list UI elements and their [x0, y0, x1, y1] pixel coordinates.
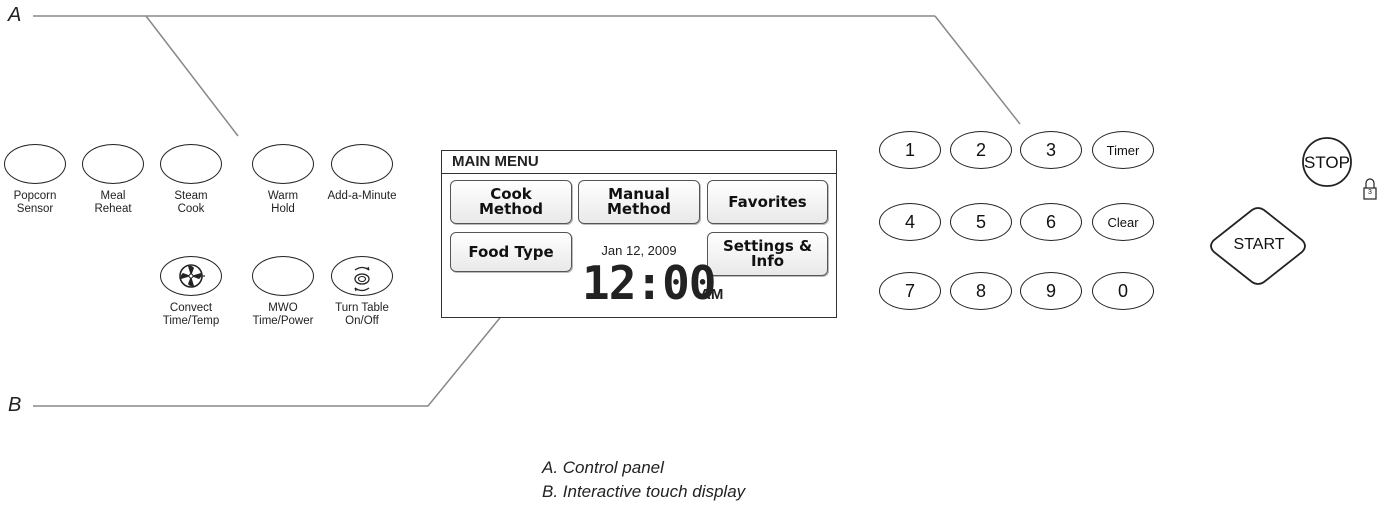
key-8[interactable]: 8 [950, 272, 1012, 310]
label-line: MWO [268, 302, 298, 314]
callout-b-label: B [8, 394, 22, 416]
label-line: On/Off [345, 315, 379, 327]
turn-table-label: Turn Table On/Off [335, 302, 389, 328]
leader-a-right [934, 15, 1021, 125]
button-text: Cook [490, 185, 532, 203]
button-text: Method [479, 200, 543, 218]
start-button-shape[interactable] [1208, 206, 1310, 286]
button-text: Info [750, 252, 785, 270]
button-text: Favorites [728, 192, 807, 211]
settings-info-button[interactable]: Settings &Info [707, 232, 828, 276]
figure-caption: A. Control panel B. Interactive touch di… [542, 456, 745, 504]
mwo-time-power-button[interactable] [252, 256, 314, 296]
label-line: Popcorn [13, 190, 57, 202]
date-readout: Jan 12, 2009 [601, 243, 677, 258]
turn-table-button[interactable] [331, 256, 393, 296]
mwo-time-power-label: MWO Time/Power [253, 302, 314, 328]
label-line: Meal [100, 190, 126, 202]
leader-b [33, 307, 509, 407]
key-9[interactable]: 9 [1020, 272, 1082, 310]
leader-a-left [145, 15, 239, 137]
favorites-button[interactable]: Favorites [707, 180, 828, 224]
key-0[interactable]: 0 [1092, 272, 1154, 310]
label-line: Turn Table [335, 302, 389, 314]
popcorn-sensor-button[interactable] [4, 144, 66, 184]
caption-a: A. Control panel [542, 458, 664, 477]
button-text: Method [607, 200, 671, 218]
key-5[interactable]: 5 [950, 203, 1012, 241]
label-line: Time/Power [252, 315, 314, 327]
warm-hold-button[interactable] [252, 144, 314, 184]
warm-hold-label: Warm Hold [268, 190, 298, 216]
start-label: START [1233, 236, 1285, 253]
add-a-minute-label: Add-a-Minute [327, 190, 396, 203]
button-text: Food Type [468, 242, 554, 261]
meal-reheat-button[interactable] [82, 144, 144, 184]
key-1[interactable]: 1 [879, 131, 941, 169]
label-line: Sensor [16, 203, 54, 215]
label-line: Warm [267, 190, 299, 202]
stop-button-shape[interactable] [1300, 135, 1386, 219]
lock-digit: 3 [1368, 189, 1372, 196]
turntable-icon [354, 266, 370, 292]
lock-icon [1363, 178, 1377, 200]
convect-time-temp-label: Convect Time/Temp [163, 302, 219, 328]
add-a-minute-button[interactable] [331, 144, 393, 184]
label-line: Steam [174, 190, 208, 202]
label-line: Hold [271, 203, 295, 215]
steam-cook-label: Steam Cook [174, 190, 207, 216]
key-6[interactable]: 6 [1020, 203, 1082, 241]
convect-time-temp-button[interactable] [160, 256, 222, 296]
food-type-button[interactable]: Food Type [450, 232, 572, 272]
meal-reheat-label: Meal Reheat [94, 190, 131, 216]
caption-b: B. Interactive touch display [542, 482, 746, 501]
button-text: Manual [608, 185, 670, 203]
clear-button[interactable]: Clear [1092, 203, 1154, 241]
button-text: Settings & [722, 237, 813, 255]
key-2[interactable]: 2 [950, 131, 1012, 169]
label-line: Reheat [94, 203, 132, 215]
label-line: Cook [177, 203, 205, 215]
key-7[interactable]: 7 [879, 272, 941, 310]
clock-readout: 12:00 [582, 256, 716, 310]
main-menu-title: MAIN MENU [452, 153, 539, 170]
label-line: Add-a-Minute [327, 190, 397, 202]
fan-icon [179, 264, 205, 288]
stop-label: STOP [1304, 153, 1350, 172]
key-4[interactable]: 4 [879, 203, 941, 241]
key-3[interactable]: 3 [1020, 131, 1082, 169]
label-line: Convect [169, 302, 213, 314]
timer-button[interactable]: Timer [1092, 131, 1154, 169]
steam-cook-button[interactable] [160, 144, 222, 184]
popcorn-sensor-label: Popcorn Sensor [14, 190, 57, 216]
callout-a-label: A [8, 4, 22, 26]
ampm-indicator: AM [700, 286, 724, 303]
label-line: Time/Temp [162, 315, 220, 327]
menu-divider [442, 173, 836, 174]
